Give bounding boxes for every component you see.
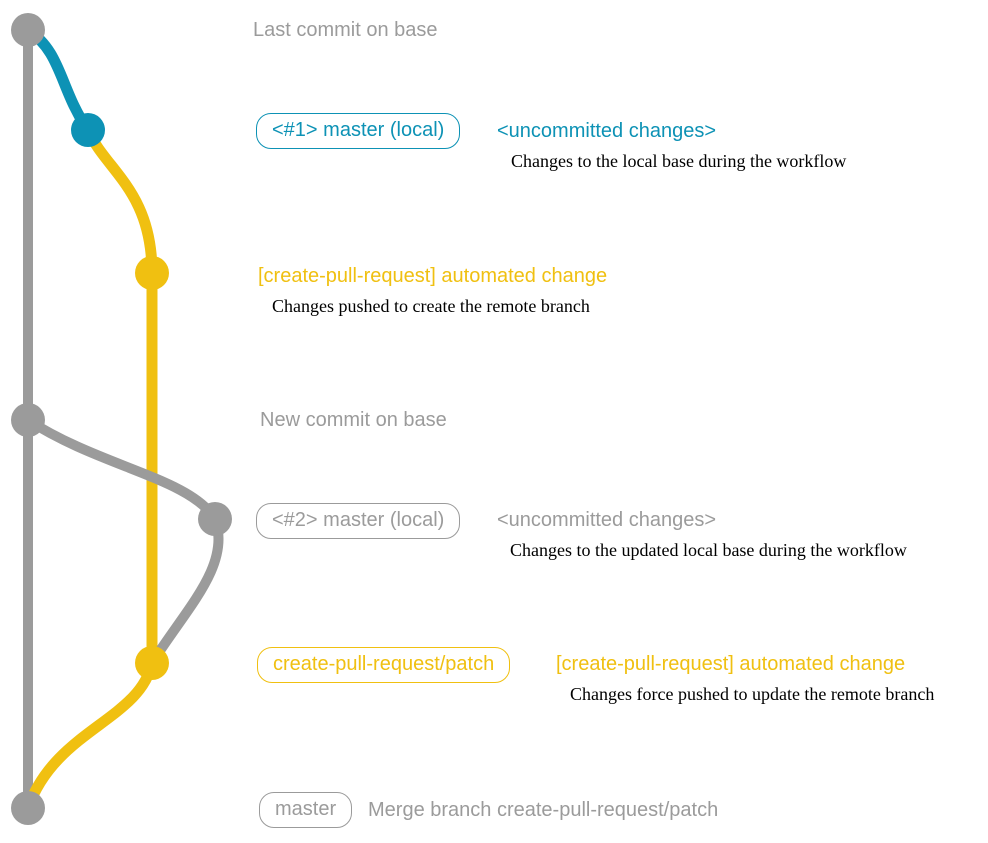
updated-local-branch-curve-out (23, 415, 220, 524)
updated-local-branch-curve-in (147, 514, 224, 668)
annotation-automated-change-2: [create-pull-request] automated change (556, 653, 906, 675)
annotation-automated-change-1: [create-pull-request] automated change (258, 265, 608, 287)
description-uncommitted-changes-2: Changes to the updated local base during… (510, 540, 907, 560)
patch-branch-curve-top (82, 124, 158, 279)
annotation-last-commit-on-base: Last commit on base (253, 19, 438, 41)
description-uncommitted-changes-1: Changes to the local base during the wor… (511, 151, 847, 171)
local-change-branch-curve (22, 24, 94, 136)
commit-dot-merge (11, 791, 45, 825)
branch-label-master-local-2: <#2> master (local) (256, 503, 461, 539)
annotation-new-commit-on-base: New commit on base (260, 409, 447, 431)
branch-label-master-local-1: <#1> master (local) (256, 113, 461, 149)
commit-dot-uncommitted-2 (198, 502, 232, 536)
annotation-merge-branch: Merge branch create-pull-request/patch (368, 799, 719, 821)
patch-merge-curve (22, 657, 158, 814)
commit-graph (11, 13, 232, 825)
annotation-uncommitted-changes-1: <uncommitted changes> (497, 120, 717, 142)
annotation-uncommitted-changes-2: <uncommitted changes> (497, 509, 717, 531)
commit-dot-new-commit (11, 403, 45, 437)
commit-dot-last-commit (11, 13, 45, 47)
commit-dot-automated-change-2 (135, 646, 169, 680)
commit-dot-uncommitted-1 (71, 113, 105, 147)
commit-dot-automated-change-1 (135, 256, 169, 290)
description-automated-change-2: Changes force pushed to update the remot… (570, 684, 935, 704)
branch-label-create-pull-request-patch: create-pull-request/patch (257, 647, 511, 683)
description-automated-change-1: Changes pushed to create the remote bran… (272, 296, 590, 316)
branch-label-master: master (259, 792, 353, 828)
